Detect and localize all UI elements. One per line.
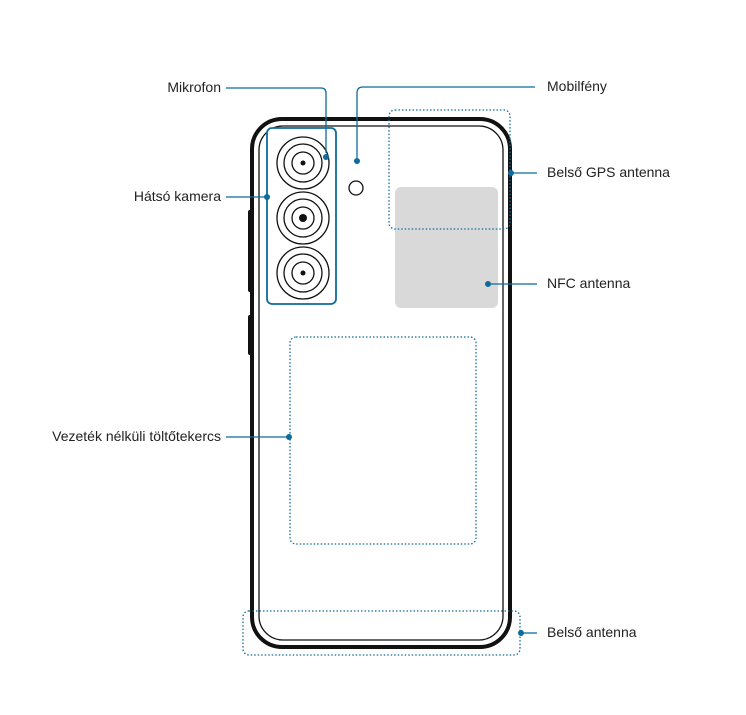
label-mobilfeny: Mobilfény: [547, 78, 607, 94]
wireless-coil-area: [289, 336, 477, 545]
callout-dot-mikrofon: [323, 154, 329, 160]
camera-lens-1: [276, 136, 330, 190]
camera-lens-3: [276, 246, 330, 300]
label-belso-antenna: Belső antenna: [547, 624, 637, 640]
camera-lens-2: [276, 191, 330, 245]
callout-dot-nfc: [485, 281, 491, 287]
phone-inner-frame: [258, 125, 504, 641]
label-nfc-antenna: NFC antenna: [547, 275, 631, 291]
label-belso-gps-antenna: Belső GPS antenna: [547, 164, 670, 180]
label-hatso-kamera: Hátsó kamera: [133, 188, 221, 204]
nfc-antenna-area: [395, 187, 498, 308]
flash-icon: [348, 180, 364, 196]
callout-dot-belso-antenna: [518, 630, 524, 636]
callout-dot-gps: [508, 170, 514, 176]
callout-dot-hatso-kamera: [264, 194, 270, 200]
callout-mobilfeny: [356, 86, 535, 158]
label-vezetek-nelkuli: Vezeték nélküli töltőtekercs: [52, 428, 221, 444]
callout-dot-mobilfeny: [354, 158, 360, 164]
callout-dot-vezetek: [286, 434, 292, 440]
callout-mikrofon: [226, 87, 327, 153]
gps-antenna-area: [388, 109, 511, 230]
label-mikrofon: Mikrofon: [167, 79, 221, 95]
bottom-antenna-area: [242, 610, 521, 656]
